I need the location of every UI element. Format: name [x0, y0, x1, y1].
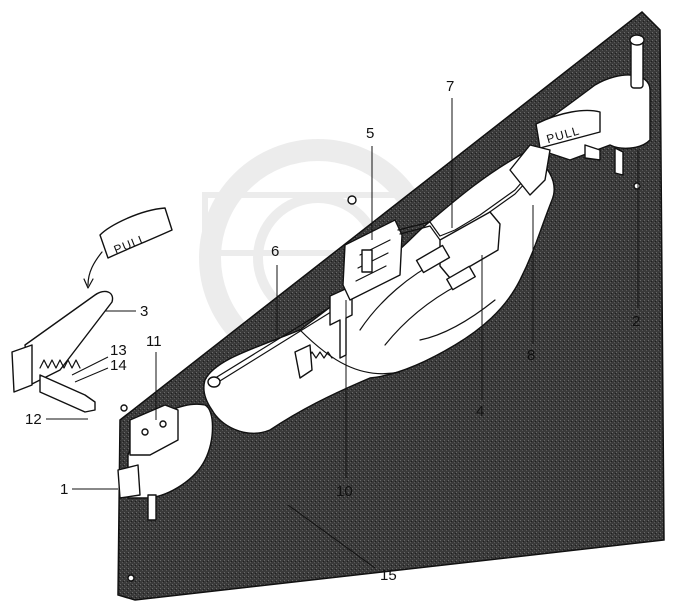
- callout-c10: 10: [336, 483, 353, 500]
- callout-c5: 5: [366, 125, 374, 142]
- plunger-pin-14: [39, 374, 96, 413]
- callout-c14: 14: [110, 357, 127, 374]
- lock-lever-bracket: [294, 344, 313, 379]
- callout-c7: 7: [446, 78, 454, 95]
- control-rod-6: [207, 297, 348, 388]
- callout-c13: 13: [110, 342, 127, 359]
- lock-mechanism-5: [342, 195, 403, 301]
- pull-tag-left: PULL: [83, 207, 173, 289]
- spring-13: [39, 359, 81, 369]
- outer-handle-right-2: PULL: [535, 34, 651, 190]
- callout-c3: 3: [140, 303, 148, 320]
- callout-c15: 15: [380, 567, 397, 584]
- callout-c8: 8: [527, 347, 535, 364]
- leader-line-c14: [74, 367, 109, 383]
- leader-line-c15: [287, 504, 376, 569]
- callout-c2: 2: [632, 313, 640, 330]
- callout-c4: 4: [476, 403, 484, 420]
- handle-lever-3: [11, 290, 114, 393]
- callout-c11: 11: [146, 333, 162, 350]
- leader-line-c13: [71, 356, 109, 376]
- switch-assembly-4: [415, 211, 501, 291]
- callout-c1: 1: [60, 481, 68, 498]
- callout-c6: 6: [271, 243, 279, 260]
- cable-housing-lower: [384, 284, 459, 346]
- handle-bracket-11: [129, 404, 179, 456]
- rod-end-bracket-8: [509, 144, 551, 196]
- callout-c12: 12: [25, 411, 42, 428]
